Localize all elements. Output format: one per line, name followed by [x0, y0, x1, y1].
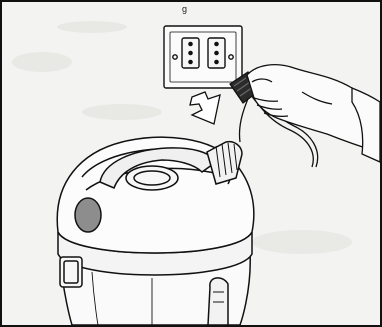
wall-outlet: [164, 26, 242, 88]
line-drawing: [2, 2, 380, 325]
pull-direction-arrow-icon: [190, 92, 220, 124]
vacuum-cleaner: [57, 137, 254, 325]
vent-grille: [75, 198, 101, 232]
